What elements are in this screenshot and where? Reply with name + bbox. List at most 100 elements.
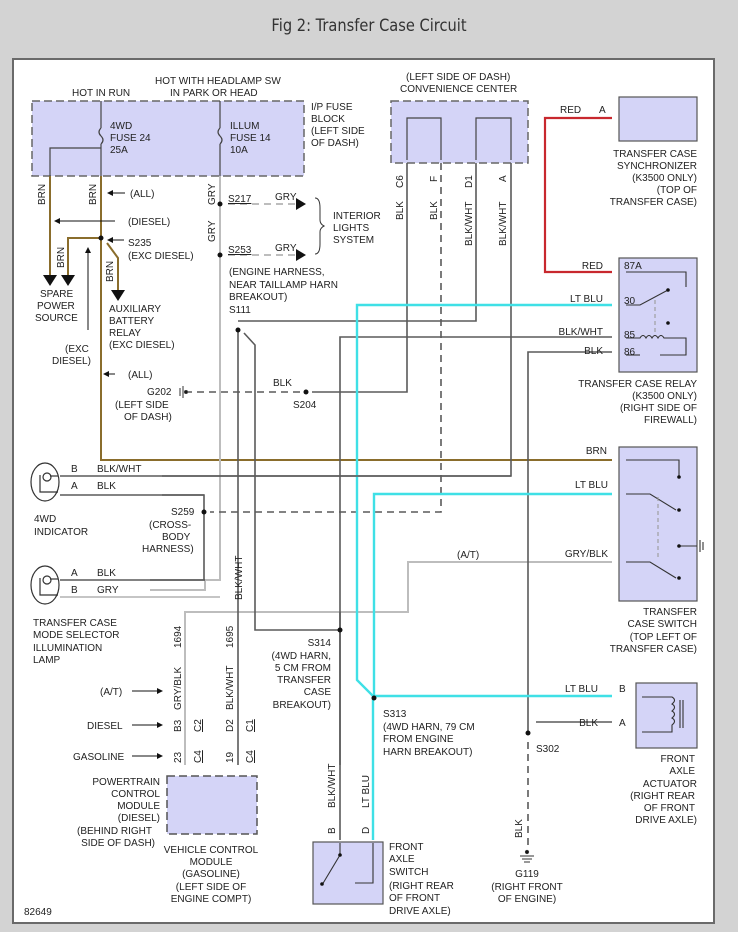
svg-text:(TOP LEFT OF: (TOP LEFT OF xyxy=(630,632,697,643)
fuse-24-label: 4WD FUSE 24 25A xyxy=(110,121,151,156)
svg-text:4WD: 4WD xyxy=(34,514,56,525)
svg-text:CASE SWITCH: CASE SWITCH xyxy=(628,619,697,630)
svg-text:DIESEL): DIESEL) xyxy=(52,356,91,367)
sw-contact-2 xyxy=(677,508,681,512)
indicator-labels: B BLK/WHT A BLK 4WD INDICATOR S259 (CROS… xyxy=(34,464,195,555)
svg-text:85: 85 xyxy=(624,330,636,341)
actuator-box xyxy=(635,682,698,749)
svg-text:(LEFT SIDE OF: (LEFT SIDE OF xyxy=(176,882,246,893)
svg-text:(LEFT SIDE: (LEFT SIDE xyxy=(115,400,169,411)
svg-text:(EXC DIESEL): (EXC DIESEL) xyxy=(128,251,194,262)
axle-sw-contact xyxy=(338,853,342,857)
svg-text:C4: C4 xyxy=(245,750,256,763)
g202-ground-icon xyxy=(179,386,188,398)
svg-text:HARNESS): HARNESS) xyxy=(142,544,194,555)
svg-text:B: B xyxy=(327,827,338,834)
svg-text:TRANSFER CASE RELAY: TRANSFER CASE RELAY xyxy=(578,379,697,390)
svg-text:LT BLU: LT BLU xyxy=(575,480,608,491)
svg-text:(EXC: (EXC xyxy=(65,344,89,355)
svg-text:S259: S259 xyxy=(171,507,195,518)
svg-text:LT BLU: LT BLU xyxy=(361,775,372,808)
svg-text:BRN: BRN xyxy=(586,446,607,457)
svg-text:D1: D1 xyxy=(464,175,475,188)
svg-text:TRANSFER CASE): TRANSFER CASE) xyxy=(610,644,697,655)
svg-text:87A: 87A xyxy=(624,261,642,272)
svg-text:(RIGHT REAR: (RIGHT REAR xyxy=(630,791,695,802)
s314-labels: S314 (4WD HARN, 5 CM FROM TRANSFER CASE … xyxy=(272,638,332,711)
svg-text:GRY: GRY xyxy=(97,585,119,596)
svg-text:BLK: BLK xyxy=(97,481,116,492)
svg-text:ILLUM: ILLUM xyxy=(230,121,259,132)
svg-text:1695: 1695 xyxy=(225,625,236,648)
svg-text:FUSE 24: FUSE 24 xyxy=(110,133,151,144)
conv-center-label: (LEFT SIDE OF DASH) CONVENIENCE CENTER xyxy=(400,72,517,95)
pcm-name-label: POWERTRAIN CONTROL MODULE (DIESEL) (BEHI… xyxy=(77,777,160,849)
sw-contact-1 xyxy=(677,475,681,479)
svg-text:SWITCH: SWITCH xyxy=(389,867,428,878)
svg-text:(GASOLINE): (GASOLINE) xyxy=(182,869,240,880)
svg-text:TRANSFER CASE: TRANSFER CASE xyxy=(33,618,117,629)
svg-text:G202: G202 xyxy=(147,387,172,398)
svg-text:FRONT: FRONT xyxy=(389,842,423,853)
svg-text:FROM ENGINE: FROM ENGINE xyxy=(383,734,454,745)
svg-text:GRY/BLK: GRY/BLK xyxy=(173,667,184,710)
svg-text:TRANSFER CASE: TRANSFER CASE xyxy=(613,149,697,160)
gry-wires xyxy=(150,176,612,765)
svg-text:SIDE OF DASH): SIDE OF DASH) xyxy=(81,838,155,849)
svg-text:BLK: BLK xyxy=(97,568,116,579)
svg-text:BREAKOUT): BREAKOUT) xyxy=(273,700,331,711)
svg-text:S313: S313 xyxy=(383,709,407,720)
svg-text:CONVENIENCE CENTER: CONVENIENCE CENTER xyxy=(400,84,517,95)
svg-text:B: B xyxy=(71,585,78,596)
red-wire xyxy=(543,116,612,274)
svg-text:(RIGHT SIDE OF: (RIGHT SIDE OF xyxy=(620,403,697,414)
svg-text:POWER: POWER xyxy=(37,301,75,312)
svg-text:S204: S204 xyxy=(293,400,317,411)
conv-center-wires: BLK BLK BLK/WHT BLK/WHT xyxy=(395,201,509,246)
brn-wires xyxy=(49,176,612,461)
svg-text:FRONT: FRONT xyxy=(661,754,695,765)
s314-splice xyxy=(337,627,343,633)
svg-text:(ALL): (ALL) xyxy=(128,370,152,381)
svg-text:ENGINE COMPT): ENGINE COMPT) xyxy=(171,894,252,905)
svg-text:LT BLU: LT BLU xyxy=(565,684,598,695)
svg-text:S253: S253 xyxy=(228,245,252,256)
svg-text:A: A xyxy=(71,568,78,579)
svg-text:(A/T): (A/T) xyxy=(457,550,479,561)
svg-text:(EXC DIESEL): (EXC DIESEL) xyxy=(109,340,175,351)
svg-text:MODULE: MODULE xyxy=(117,801,160,812)
svg-text:I/P FUSE: I/P FUSE xyxy=(311,102,353,113)
svg-text:LIGHTS: LIGHTS xyxy=(333,223,369,234)
s302-label: S302 xyxy=(536,744,560,755)
svg-text:RED: RED xyxy=(582,261,603,272)
diagram-sheet xyxy=(12,58,715,924)
synchronizer-box xyxy=(618,96,698,142)
svg-text:C4: C4 xyxy=(193,750,204,763)
actuator-labels: LT BLU B BLK A FRONT AXLE ACTUATOR (RIGH… xyxy=(565,684,697,826)
svg-text:BREAKOUT): BREAKOUT) xyxy=(229,292,287,303)
svg-text:CASE: CASE xyxy=(304,687,332,698)
svg-text:F: F xyxy=(429,176,440,182)
interior-brace xyxy=(314,197,326,255)
s204-splice xyxy=(303,389,309,395)
svg-text:A: A xyxy=(71,481,78,492)
svg-text:(ENGINE HARNESS,: (ENGINE HARNESS, xyxy=(229,267,325,278)
svg-text:BLK/WHT: BLK/WHT xyxy=(97,464,141,475)
svg-text:BODY: BODY xyxy=(162,532,191,543)
axle-switch-labels: BLK/WHT LT BLU B D FRONT AXLE SWITCH (RI… xyxy=(327,764,454,917)
svg-text:C6: C6 xyxy=(395,175,406,188)
svg-text:S217: S217 xyxy=(228,194,252,205)
relay-label: TRANSFER CASE RELAY (K3500 ONLY) (RIGHT … xyxy=(578,379,697,426)
svg-text:(TOP OF: (TOP OF xyxy=(657,185,697,196)
svg-text:ACTUATOR: ACTUATOR xyxy=(643,779,697,790)
svg-text:BLK: BLK xyxy=(273,378,292,389)
svg-text:10A: 10A xyxy=(230,145,248,156)
svg-text:BRN: BRN xyxy=(88,184,99,205)
relay-box xyxy=(618,257,698,373)
blk-dashed xyxy=(188,163,529,850)
svg-text:(LEFT SIDE OF DASH): (LEFT SIDE OF DASH) xyxy=(406,72,510,83)
tc-switch-labels: BRN LT BLU GRY/BLK (A/T) TRANSFER CASE S… xyxy=(457,446,697,655)
svg-text:A: A xyxy=(498,175,509,182)
svg-text:(DIESEL): (DIESEL) xyxy=(118,813,160,824)
relay-contact-2 xyxy=(666,321,670,325)
